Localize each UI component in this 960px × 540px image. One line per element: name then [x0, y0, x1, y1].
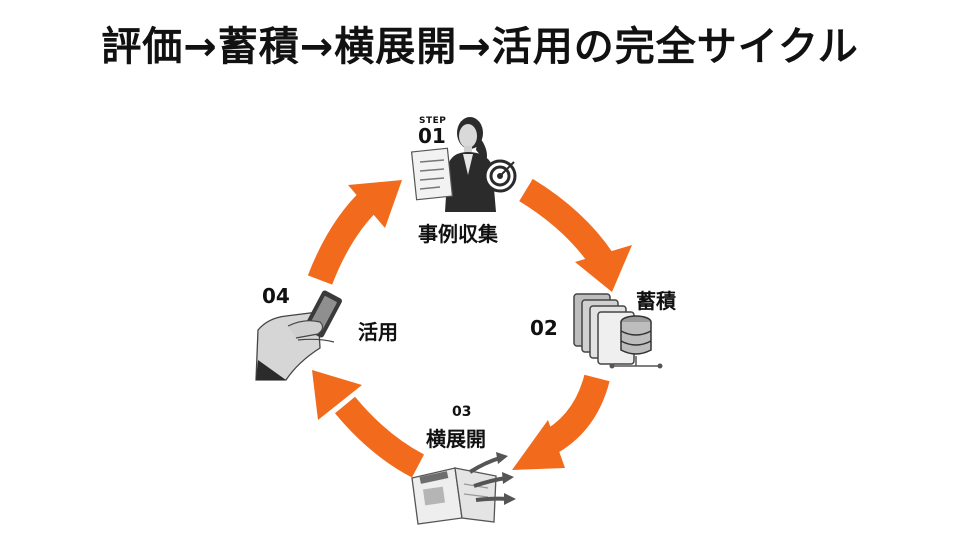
arrow-04-to-01: [307, 180, 402, 285]
step-01-name: 事例収集: [418, 222, 498, 246]
step-03-number: 03: [452, 404, 472, 420]
brochure-arrows-icon: [411, 452, 516, 525]
step-02-number: 02: [530, 316, 558, 340]
arrow-01-to-02: [519, 178, 632, 292]
folders-database-icon: [573, 293, 663, 369]
businesswoman-target-checklist-icon: [410, 117, 517, 212]
arrow-03-to-04: [312, 370, 425, 478]
step-03-name: 横展開: [426, 427, 486, 451]
step-01-number: 01: [418, 124, 446, 148]
hand-smartphone-icon: [255, 290, 342, 381]
step-04-name: 活用: [358, 320, 398, 344]
step-04-number: 04: [262, 284, 290, 308]
step-02-name: 蓄積: [636, 289, 676, 313]
arrow-02-to-03: [512, 374, 610, 470]
page-title: 評価→蓄積→横展開→活用の完全サイクル: [101, 24, 859, 70]
step-01-step-word: STEP: [419, 116, 447, 126]
